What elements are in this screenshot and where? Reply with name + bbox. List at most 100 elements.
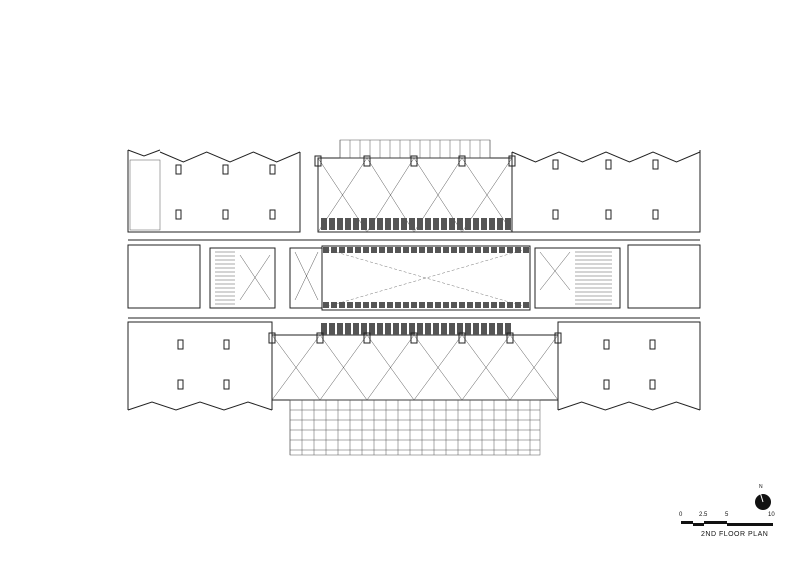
bay-cross xyxy=(413,334,463,401)
atrium-railing-bar xyxy=(507,302,513,308)
atrium-railing-bar xyxy=(523,302,529,308)
balcony-bar xyxy=(393,218,399,230)
column xyxy=(652,209,659,220)
atrium-railing-bar xyxy=(363,302,369,308)
atrium-railing-bar xyxy=(467,247,473,253)
bay-cross xyxy=(319,334,368,401)
bay-cross xyxy=(413,157,463,233)
left-stair-core xyxy=(209,247,276,309)
bay-cross xyxy=(461,334,511,401)
balcony-bar xyxy=(361,323,367,335)
column xyxy=(223,379,230,390)
right-stair-core xyxy=(534,247,621,309)
balcony-bar xyxy=(425,323,431,335)
column xyxy=(410,332,418,344)
balcony-bar xyxy=(441,218,447,230)
atrium-railing-bar xyxy=(355,247,361,253)
atrium-railing-bar xyxy=(347,302,353,308)
column xyxy=(552,159,559,170)
central-atrium xyxy=(321,245,531,311)
scale-tick-5: 5 xyxy=(725,512,729,518)
column xyxy=(649,379,656,390)
bay-cross xyxy=(317,157,368,233)
balcony-bar xyxy=(401,218,407,230)
atrium-railing-bar xyxy=(379,302,385,308)
balcony-bar xyxy=(417,218,423,230)
column xyxy=(268,332,276,344)
balcony-bar xyxy=(329,323,335,335)
facade-zigzag xyxy=(127,401,273,411)
atrium-railing-bar xyxy=(491,302,497,308)
left-bottom-wing xyxy=(127,321,273,410)
balcony-bar xyxy=(353,323,359,335)
right-top-wing xyxy=(511,150,701,233)
atrium-railing-bar xyxy=(443,247,449,253)
balcony-bar xyxy=(505,218,511,230)
atrium-railing-bar xyxy=(459,247,465,253)
bottom-canopy xyxy=(289,399,541,456)
balcony-bar xyxy=(377,323,383,335)
column xyxy=(316,332,324,344)
balcony-bar xyxy=(353,218,359,230)
atrium-railing-bar xyxy=(339,247,345,253)
atrium-railing-bar xyxy=(371,247,377,253)
atrium-railing-bar xyxy=(403,247,409,253)
balcony-bar xyxy=(361,218,367,230)
balcony-bar xyxy=(321,323,327,335)
atrium-railing-bar xyxy=(355,302,361,308)
atrium-railing-bar xyxy=(475,302,481,308)
atrium-railing-bar xyxy=(499,247,505,253)
balcony-bar xyxy=(337,218,343,230)
atrium-railing-bar xyxy=(419,247,425,253)
atrium-railing-bar xyxy=(395,302,401,308)
atrium-railing-bar xyxy=(451,302,457,308)
column xyxy=(554,332,562,344)
atrium-railing-bar xyxy=(323,247,329,253)
atrium-railing-bar xyxy=(403,302,409,308)
atrium-railing-bar xyxy=(435,302,441,308)
facade-zigzag xyxy=(127,149,161,157)
atrium-railing-bar xyxy=(435,247,441,253)
atrium-railing-bar xyxy=(467,302,473,308)
atrium-railing-bar xyxy=(507,247,513,253)
atrium-railing-bar xyxy=(331,302,337,308)
column xyxy=(552,209,559,220)
balcony-bar xyxy=(321,218,327,230)
column xyxy=(652,159,659,170)
balcony-bar xyxy=(449,218,455,230)
atrium-railing-bar xyxy=(339,302,345,308)
balcony-bar xyxy=(481,218,487,230)
column xyxy=(603,339,610,350)
column xyxy=(363,332,371,344)
balcony-bar xyxy=(481,323,487,335)
column xyxy=(314,155,322,167)
atrium-railing-bar xyxy=(515,302,521,308)
scale-tick-10: 10 xyxy=(768,512,775,518)
scale-tick-2-5: 2.5 xyxy=(699,512,708,518)
atrium-railing-bar xyxy=(419,302,425,308)
atrium-railing-bar xyxy=(411,302,417,308)
column xyxy=(458,155,466,167)
balcony-bar xyxy=(409,218,415,230)
atrium-railing-bar xyxy=(499,302,505,308)
atrium-railing-bar xyxy=(515,247,521,253)
bay-cross xyxy=(461,157,513,233)
left-end-room xyxy=(127,244,201,309)
column xyxy=(175,209,182,220)
balcony-bar xyxy=(465,218,471,230)
elevator-cross xyxy=(294,251,319,301)
balcony-bar xyxy=(329,218,335,230)
column xyxy=(363,155,371,167)
column xyxy=(649,339,656,350)
balcony-bar xyxy=(409,323,415,335)
atrium-railing-bar xyxy=(475,247,481,253)
column xyxy=(177,379,184,390)
atrium-railing-bar xyxy=(491,247,497,253)
column xyxy=(605,209,612,220)
balcony-bar xyxy=(505,323,511,335)
column xyxy=(605,159,612,170)
balcony-bar xyxy=(385,218,391,230)
bay-cross xyxy=(366,157,415,233)
atrium-railing-bar xyxy=(451,247,457,253)
